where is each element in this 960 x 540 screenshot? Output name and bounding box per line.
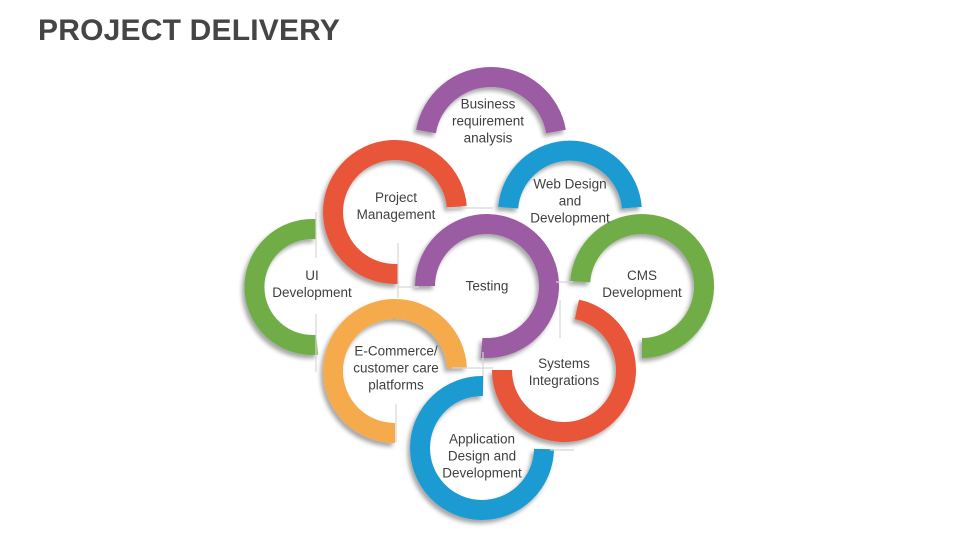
slide-title: PROJECT DELIVERY: [38, 14, 341, 47]
ring-testing: [415, 214, 559, 359]
ring-application-design-and-development: [410, 375, 554, 520]
ring-business-requirement-analysis: [416, 66, 566, 134]
ring-ui-development: [244, 219, 318, 355]
ring-e-commerce-customer-care-platforms: [322, 299, 467, 443]
seam-lines: [315, 207, 574, 451]
ring-systems-integrations: [492, 299, 636, 443]
ring-project-management: [323, 140, 467, 284]
ring-web-design-and-development: [498, 140, 642, 209]
ring-cms-development: [570, 214, 715, 358]
rings: [244, 66, 715, 520]
